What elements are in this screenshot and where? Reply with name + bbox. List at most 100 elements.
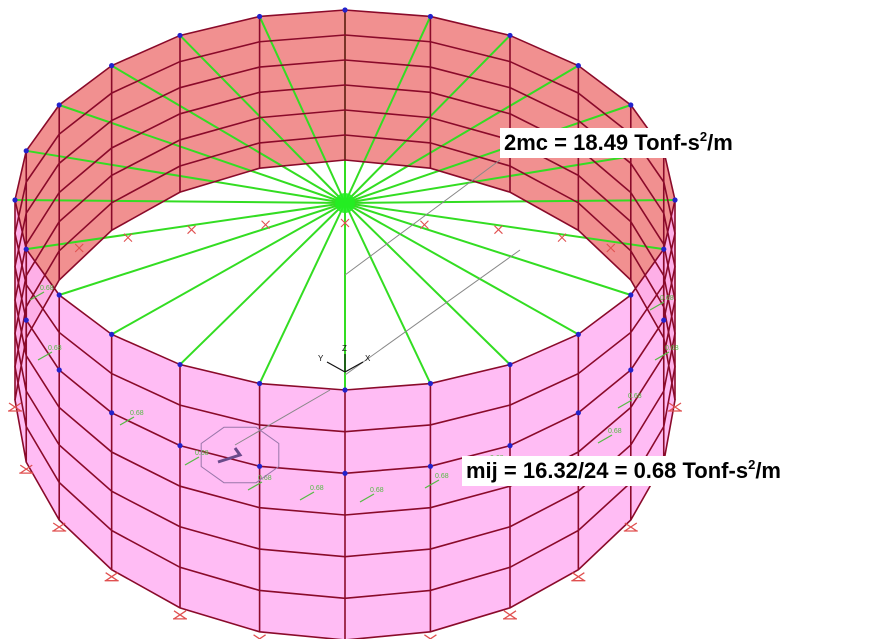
wall-panel-back	[111, 61, 180, 121]
inner-support-icon	[340, 218, 350, 228]
support-mark	[253, 634, 266, 639]
inner-support-icon	[494, 225, 503, 235]
wall-panel-back	[430, 92, 510, 140]
spring-label: 0.68	[660, 295, 674, 302]
radial-spoke	[258, 202, 346, 384]
spring-label: 0.68	[435, 473, 449, 480]
wall-panel-front	[430, 526, 510, 591]
mesh-nodes	[12, 7, 678, 476]
wall-panel-front	[259, 507, 345, 557]
axis-z-label: Z	[342, 344, 347, 353]
wall-panel-front	[630, 355, 664, 445]
leader-line	[344, 249, 521, 376]
wall-panel-front	[345, 424, 431, 474]
support-mark	[19, 464, 34, 474]
spring-marker: 0.68	[359, 487, 384, 503]
wall-panel-front	[663, 333, 675, 427]
axis-y-line	[326, 361, 346, 373]
radial-spokes	[14, 10, 676, 390]
wall-panel-back	[26, 163, 60, 245]
support-mark	[340, 218, 350, 228]
inner-support-icon	[420, 220, 429, 230]
leader-line	[234, 389, 331, 446]
spring-marker: 0.68	[184, 450, 209, 466]
wall-panel-front	[259, 590, 345, 639]
wall-panel-front	[663, 366, 675, 463]
wall-panel-front	[345, 590, 431, 639]
wall-panel-back	[430, 41, 510, 88]
wall-panel-back	[26, 192, 60, 276]
wall-panel-front	[510, 491, 579, 568]
spring-arrow	[597, 434, 613, 444]
support-icon	[19, 464, 34, 474]
wall-panel-back	[59, 65, 112, 135]
rim-node	[507, 32, 513, 39]
wall-panel-back	[259, 135, 345, 169]
rim-node	[177, 32, 183, 39]
wall-panel-back	[510, 166, 579, 231]
spring-arrow	[654, 351, 670, 361]
wall-panel-front	[26, 391, 60, 483]
radial-spoke	[14, 199, 346, 204]
support-mark	[52, 522, 67, 532]
spring-arrow	[119, 416, 135, 426]
support-mark	[503, 610, 517, 620]
wall-panel-front	[111, 412, 180, 487]
rim-node	[575, 63, 581, 69]
spring-arrow	[37, 351, 53, 361]
wall-panel-front	[578, 482, 631, 570]
wall-panel-back	[430, 67, 510, 114]
rim-node	[12, 197, 18, 203]
wall-panel-front	[510, 530, 579, 608]
wall-panel-front	[510, 334, 579, 406]
wall-panel-front	[15, 366, 27, 463]
wall-panel-back	[59, 147, 112, 222]
spring-arrow	[649, 301, 665, 311]
rim-node	[628, 102, 634, 108]
wall-panel-front	[259, 466, 345, 515]
annotation-mij-exponent: 2	[748, 456, 756, 472]
radial-spoke	[111, 64, 346, 204]
support-icon	[8, 402, 22, 412]
annotation-mij: mij = 16.32/24 = 0.68 Tonf-s2/m	[462, 456, 785, 486]
support-mark	[420, 220, 429, 230]
wall-panel-back	[59, 93, 112, 164]
spring-marker: 0.68	[597, 428, 622, 444]
wall-panel-front	[111, 334, 180, 406]
support-icon	[424, 634, 437, 639]
wall-panel-front	[59, 445, 112, 531]
wall-panel-front	[111, 452, 180, 527]
wall-panel-back	[180, 41, 260, 88]
annotation-mij-unit: /m	[755, 458, 781, 483]
wall-panel-front	[630, 320, 664, 408]
wall-panel-back	[26, 105, 60, 183]
rim-node	[177, 361, 183, 368]
spring-marker: 0.68	[29, 285, 54, 301]
wall-panel-back	[345, 85, 431, 118]
wall-node	[109, 410, 115, 416]
wall-node	[507, 443, 513, 449]
rim-node	[661, 246, 667, 252]
wall-panel-front	[26, 355, 60, 445]
support-mark	[187, 225, 196, 235]
spring-label: 0.68	[310, 485, 324, 492]
wall-panel-front	[26, 249, 60, 333]
support-mark	[606, 243, 616, 253]
support-icon	[668, 402, 682, 412]
wall-panel-front	[630, 284, 664, 370]
radial-spoke	[179, 202, 346, 366]
wall-panel-back	[259, 10, 345, 42]
radial-spoke	[344, 199, 676, 204]
radial-spoke	[344, 202, 632, 296]
wall-node	[256, 463, 263, 469]
spring-marker: 0.68	[654, 345, 679, 361]
spring-label: 0.68	[48, 345, 62, 352]
wall-panel-front	[259, 424, 345, 474]
support-mark	[8, 402, 22, 412]
wall-panel-front	[111, 373, 180, 446]
rim-node	[256, 13, 263, 20]
spring-arrow	[184, 456, 200, 466]
annotation-2mc-unit: /m	[707, 130, 733, 155]
